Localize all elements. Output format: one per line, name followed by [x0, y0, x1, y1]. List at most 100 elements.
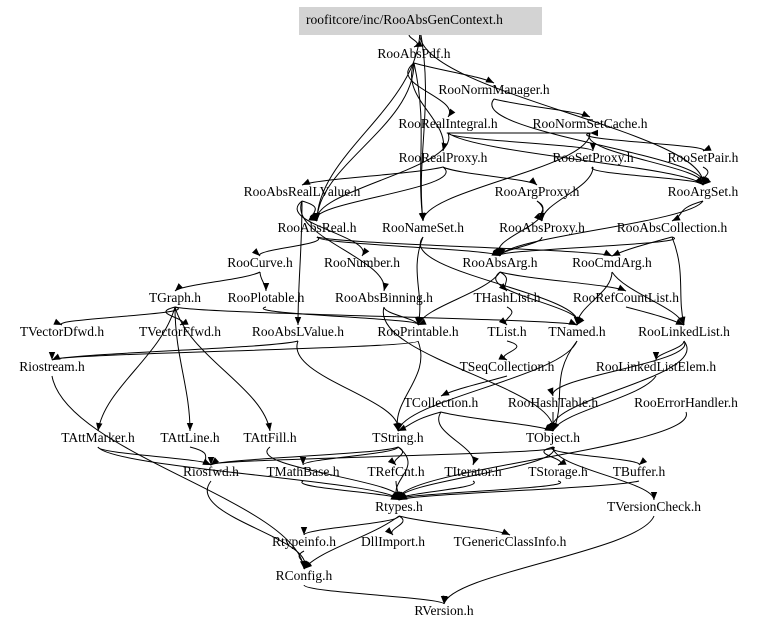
node-TAttMarker[interactable]: TAttMarker.h: [61, 430, 135, 445]
node-RooAbsRealLValue[interactable]: RooAbsRealLValue.h: [244, 184, 361, 199]
node-RooArgSet[interactable]: RooArgSet.h: [668, 184, 739, 199]
node-TList[interactable]: TList.h: [487, 324, 527, 339]
node-RooErrorHandler[interactable]: RooErrorHandler.h: [634, 395, 738, 410]
edge-RooRealProxy-to-RooAbsReal: [315, 166, 447, 222]
node-RooHashTable[interactable]: RooHashTable.h: [508, 395, 598, 410]
edge-RooRealProxy-to-RooArgProxy: [442, 166, 538, 186]
node-DllImport[interactable]: DllImport.h: [361, 534, 425, 549]
node-RooAbsReal[interactable]: RooAbsReal.h: [277, 220, 356, 235]
edge-RooAbsLValue-to-Riostream: [51, 340, 299, 361]
arrowhead-TRefCnt: [387, 457, 396, 465]
arrowhead-Rtypes: [399, 493, 408, 500]
node-TGraph[interactable]: TGraph.h: [149, 290, 201, 305]
edge-RooLinkedList-to-RooHashTable: [552, 340, 686, 397]
arrowhead-Riosfwd: [211, 457, 220, 465]
root-node-label[interactable]: roofitcore/inc/RooAbsGenContext.h: [306, 12, 503, 27]
edge-RooNormSetCache-to-RooSetPair: [586, 132, 705, 152]
node-TString[interactable]: TString.h: [372, 430, 424, 445]
node-RConfig[interactable]: RConfig.h: [276, 568, 333, 583]
node-THashList[interactable]: THashList.h: [473, 290, 540, 305]
node-RooNormSetCache[interactable]: RooNormSetCache.h: [532, 116, 647, 131]
node-RooNameSet[interactable]: RooNameSet.h: [382, 220, 464, 235]
edge-RooAbsArg-to-RooRefCountList: [499, 271, 627, 292]
arrowhead-RooLinkedList: [675, 318, 684, 325]
node-TNamed[interactable]: TNamed.h: [548, 324, 606, 339]
edge-RooAbsPdf-to-RooNameSet: [413, 62, 424, 222]
node-TMathBase[interactable]: TMathBase.h: [266, 464, 339, 479]
edge-RooPlotable-to-RooPrintable: [262, 306, 419, 326]
arrowhead-RConfig: [299, 560, 307, 569]
node-Riosfwd[interactable]: Riosfwd.h: [183, 464, 239, 479]
node-RooArgProxy[interactable]: RooArgProxy.h: [495, 184, 580, 199]
edge-RooRealIntegral-to-RooSetProxy: [447, 132, 594, 152]
node-RooPlotable[interactable]: RooPlotable.h: [228, 290, 305, 305]
arrowhead-TVersionCheck: [650, 492, 658, 500]
node-RooAbsPdf[interactable]: RooAbsPdf.h: [377, 46, 450, 61]
node-RooAbsProxy[interactable]: RooAbsProxy.h: [499, 220, 585, 235]
node-TStorage[interactable]: TStorage.h: [528, 464, 588, 479]
edge-Riosfwd-to-RConfig: [206, 480, 306, 570]
node-RooAbsBinning[interactable]: RooAbsBinning.h: [335, 290, 433, 305]
node-RooLinkedListElem[interactable]: RooLinkedListElem.h: [596, 359, 717, 374]
edge-layer: [48, 28, 712, 605]
node-RooNormManager[interactable]: RooNormManager.h: [438, 82, 550, 97]
node-TAttLine[interactable]: TAttLine.h: [160, 430, 220, 445]
node-TRefCnt[interactable]: TRefCnt.h: [367, 464, 425, 479]
node-TVectorFfwd[interactable]: TVectorFfwd.h: [139, 324, 221, 339]
edge-TGraph-to-TAttFill: [174, 306, 271, 432]
edge-RooAbsRealLValue-to-RooAbsLValue: [297, 200, 303, 326]
node-Riostream[interactable]: Riostream.h: [19, 359, 85, 374]
arrowhead-RooNumber: [362, 247, 370, 256]
edge-RooNameSet-to-RooPrintable: [416, 236, 424, 326]
node-RVersion[interactable]: RVersion.h: [414, 603, 474, 618]
arrowhead-RooAbsReal: [309, 212, 317, 221]
arrowhead-RooAbsArg: [491, 249, 500, 256]
edge-RooAbsCollection-to-RooLinkedList: [671, 236, 685, 326]
node-RooRefCountList[interactable]: RooRefCountList.h: [573, 290, 679, 305]
arrowhead-TAttLine: [186, 423, 194, 431]
node-RooSetPair[interactable]: RooSetPair.h: [668, 150, 739, 165]
arrowhead-TString: [398, 424, 407, 431]
node-TVectorDfwd[interactable]: TVectorDfwd.h: [20, 324, 105, 339]
edge-RooAbsPdf-to-RooRealProxy: [411, 62, 445, 152]
node-RooCurve[interactable]: RooCurve.h: [227, 255, 293, 270]
arrowhead-RooArgProxy: [528, 177, 537, 185]
node-RooLinkedList[interactable]: RooLinkedList.h: [638, 324, 730, 339]
arrowhead-TAttFill: [265, 422, 272, 431]
arrowhead-RooAbsBinning: [382, 282, 389, 291]
arrowhead-RooArgSet: [703, 177, 712, 185]
arrowhead-RooSetPair: [703, 144, 712, 151]
arrowhead-RooCmdArg: [603, 249, 612, 256]
arrowhead-RooAbsArg: [496, 248, 504, 256]
arrowhead-Rtypeinfo: [300, 527, 308, 535]
node-TAttFill[interactable]: TAttFill.h: [243, 430, 297, 445]
node-RooCmdArg[interactable]: RooCmdArg.h: [572, 255, 652, 270]
arrowhead-RooNormSetCache: [590, 129, 598, 137]
arrowhead-TBuffer: [639, 457, 648, 465]
edge-Rtypes-to-RConfig: [303, 515, 400, 570]
edge-THashList-to-TList: [505, 306, 513, 326]
node-Rtypes[interactable]: Rtypes.h: [375, 499, 423, 514]
node-RooRealProxy[interactable]: RooRealProxy.h: [399, 150, 488, 165]
arrowhead-TAttMarker: [96, 422, 103, 431]
node-RooNumber[interactable]: RooNumber.h: [324, 255, 400, 270]
node-TGenericClassInfo[interactable]: TGenericClassInfo.h: [454, 534, 567, 549]
node-RooRealIntegral[interactable]: RooRealIntegral.h: [398, 116, 498, 131]
edge-TCollection-to-TObject: [440, 411, 554, 432]
node-TVersionCheck[interactable]: TVersionCheck.h: [607, 499, 701, 514]
arrowhead-RooCmdArg: [612, 249, 621, 256]
node-RooAbsLValue[interactable]: RooAbsLValue.h: [252, 324, 344, 339]
node-TCollection[interactable]: TCollection.h: [404, 395, 479, 410]
node-RooSetProxy[interactable]: RooSetProxy.h: [552, 150, 634, 165]
node-TSeqCollection[interactable]: TSeqCollection.h: [460, 359, 555, 374]
node-RooPrintable[interactable]: RooPrintable.h: [377, 324, 459, 339]
node-RooAbsCollection[interactable]: RooAbsCollection.h: [617, 220, 728, 235]
edge-TObject-to-Rtypes: [398, 446, 554, 501]
node-Rtypeinfo[interactable]: Rtypeinfo.h: [272, 534, 336, 549]
node-TIterator[interactable]: TIterator.h: [444, 464, 502, 479]
edge-root-to-RooAbsReal: [316, 28, 421, 222]
node-TObject[interactable]: TObject.h: [526, 430, 580, 445]
node-TBuffer[interactable]: TBuffer.h: [613, 464, 666, 479]
node-RooAbsArg[interactable]: RooAbsArg.h: [462, 255, 537, 270]
edge-TObject-to-TVersionCheck: [552, 446, 655, 501]
